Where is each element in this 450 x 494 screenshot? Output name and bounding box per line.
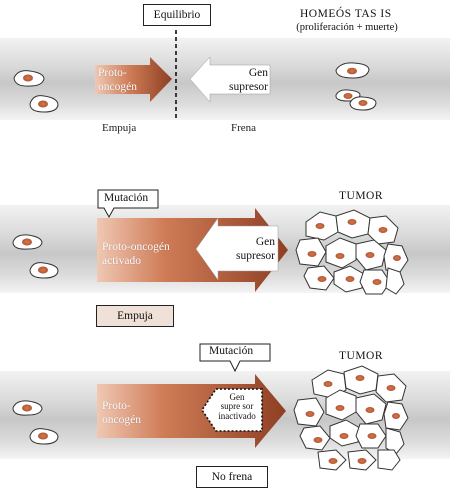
oncogene-label-2: Proto-oncogén activado: [102, 240, 170, 269]
oncogene-line1: Proto-: [98, 67, 127, 79]
no-brake-label: No frena: [211, 471, 253, 483]
suppressor-line1: Gen: [248, 67, 268, 79]
nucleus: [23, 74, 48, 108]
nucleus: [22, 404, 48, 440]
inactivated-suppressor: [201, 388, 263, 432]
nucleus: [307, 219, 401, 285]
suppressor-label-2: Gen supresor: [220, 235, 275, 264]
nucleus: [343, 67, 368, 106]
oncogene-label-1: Proto- oncogén: [98, 66, 137, 95]
suppressor-line3: inactivado: [218, 410, 256, 421]
suppressor-label-1: Gen supresor: [218, 66, 268, 95]
suppressor-arrow-1: [189, 56, 271, 103]
brake-label-1: Frena: [231, 122, 257, 134]
push-label-2: Empuja: [117, 310, 153, 322]
nucleus: [305, 375, 400, 464]
mutation-label-2: Mutación: [104, 192, 149, 204]
normal-cell: [12, 234, 59, 279]
suppressor-line1: Gen: [255, 236, 275, 248]
suppressor-arrow-2: [195, 217, 279, 281]
mutation-callout-3: [199, 343, 271, 373]
nucleus: [22, 238, 48, 274]
oncogene-label-3: Proto- oncogén: [102, 399, 141, 428]
homeostasis-title: HOMEÓS TAS IS: [300, 8, 392, 20]
suppressor-line2: supresor: [229, 81, 268, 94]
oncogene-line1: Proto-oncogén: [102, 241, 170, 253]
homeostasis-subtitle: (proliferación + muerte): [296, 22, 398, 33]
oncogene-line2: oncogén: [102, 414, 141, 427]
oncogene-line2: activado: [102, 255, 141, 268]
oncogene-line2: oncogén: [98, 81, 137, 94]
equilibrium-label-box: Equilibrio: [143, 4, 211, 26]
normal-cell: [13, 70, 59, 113]
suppressor-line2: supresor: [236, 250, 275, 263]
tumor-mass-3: [293, 365, 409, 471]
suppressor-label-3: Gen supre sor inactivado: [212, 392, 262, 421]
mutation-label-3: Mutación: [209, 345, 254, 357]
tumor-title-2: TUMOR: [339, 190, 384, 202]
push-label-1: Empuja: [102, 122, 137, 134]
mutation-callout-2: [97, 189, 159, 219]
oncogene-arrow-1: [95, 57, 172, 102]
tumor-title-3: TUMOR: [339, 350, 384, 362]
normal-cell: [12, 400, 59, 445]
equilibrium-label: Equilibrio: [153, 9, 201, 21]
no-brake-label-box: No frena: [196, 466, 268, 488]
oncogene-line1: Proto-: [102, 400, 131, 412]
push-label-box-2: Empuja: [96, 305, 174, 327]
suppressor-line1: Gen: [229, 392, 245, 402]
suppressor-line2: supre sor: [220, 401, 254, 412]
